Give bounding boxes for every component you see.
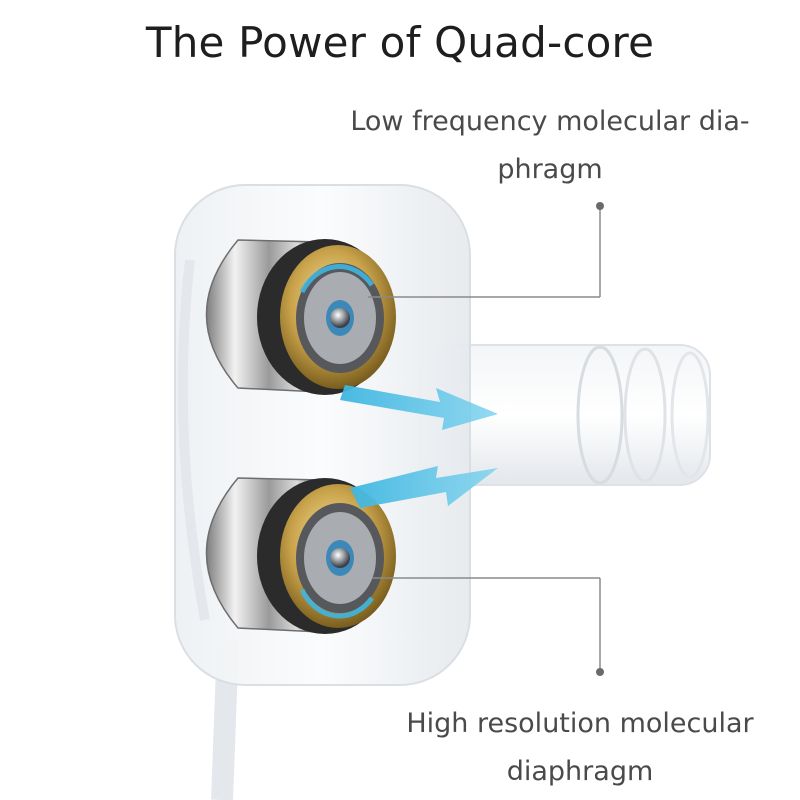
- sound-flow-arrow-upper: [340, 385, 498, 430]
- callout-low-frequency-diaphragm: Low frequency molecular dia- phragm: [330, 98, 770, 194]
- callout-top-line2: phragm: [497, 154, 603, 185]
- callout-high-resolution-diaphragm: High resolution molecular diaphragm: [380, 700, 780, 796]
- page-title: The Power of Quad-core: [145, 18, 655, 67]
- callout-bottom-line1: High resolution molecular: [406, 708, 754, 739]
- low-frequency-driver: [205, 239, 396, 395]
- leader-line-bottom: [372, 577, 604, 676]
- high-resolution-driver: [205, 477, 396, 634]
- callout-bottom-line2: diaphragm: [506, 756, 654, 787]
- callout-top-line1: Low frequency molecular dia-: [350, 106, 750, 137]
- leader-line-top: [368, 202, 604, 298]
- sound-flow-arrow-lower: [350, 466, 498, 508]
- ear-nozzle: [419, 344, 711, 486]
